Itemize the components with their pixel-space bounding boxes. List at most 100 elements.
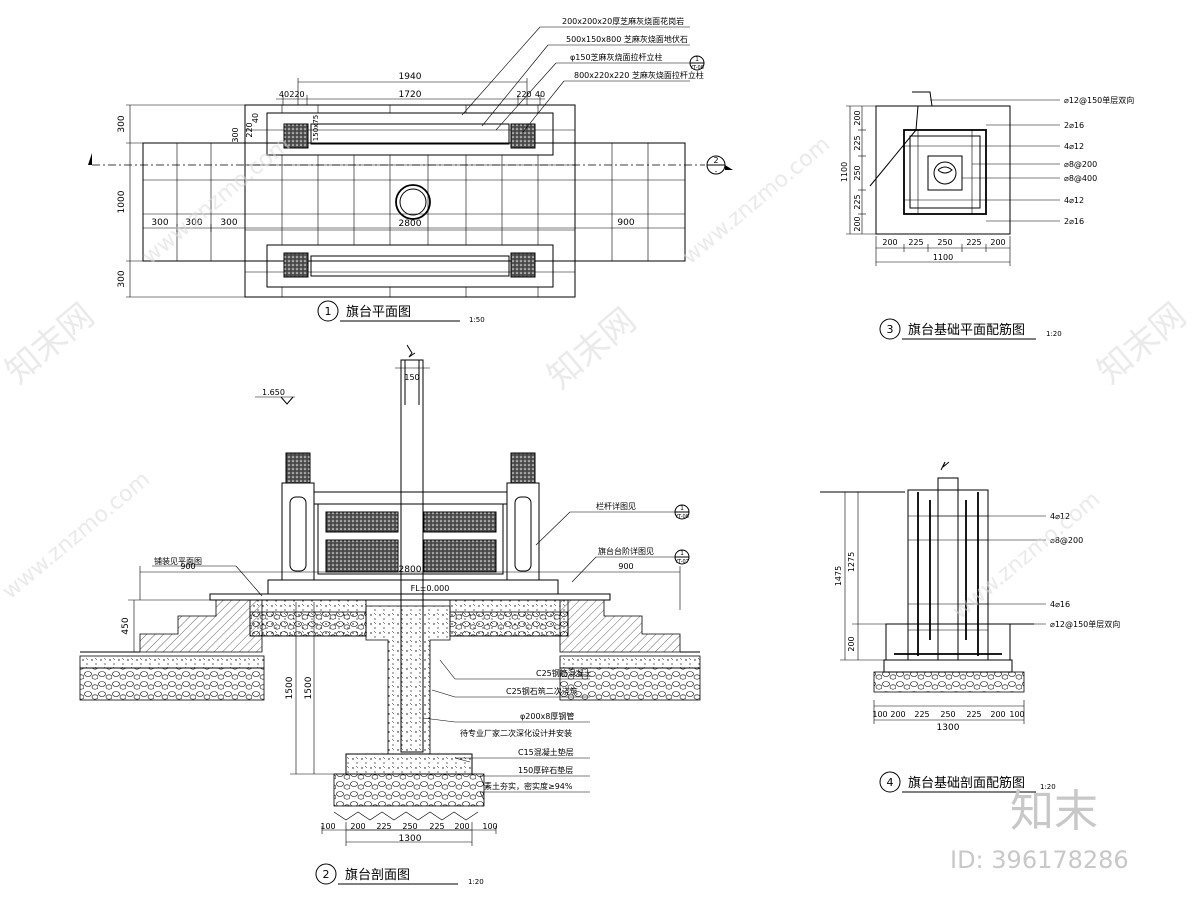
plan-dim-h300c: 300: [220, 218, 237, 228]
section-label-gravel: 150厚碎石垫层: [518, 765, 573, 775]
fs-dim-200: 200: [847, 636, 856, 651]
plan-post-sw: [283, 252, 309, 278]
fs-dim-1275: 1275: [847, 552, 856, 572]
fs-b200a: 200: [890, 710, 905, 719]
fs-gravel: [873, 671, 1025, 693]
section-ref-rail: 1 YT-08: [674, 504, 690, 520]
fp-rebar-2: 2⌀16: [1064, 121, 1084, 130]
fp-title: 旗台基础平面配筋图: [908, 322, 1025, 338]
plan-dimension-lines: [126, 78, 686, 298]
section-title: 旗台剖面图: [345, 867, 410, 883]
fs-rebar-3: 4⌀16: [1050, 600, 1070, 609]
plan-post-ne: [510, 123, 536, 149]
fp-rebar-4: ⌀8@200: [1064, 160, 1097, 169]
fp-dim-h225a: 225: [908, 238, 923, 247]
plan-title: 旗台平面图: [346, 304, 411, 320]
section-dim-900a: 900: [180, 562, 195, 571]
ref-edge-number: 1: [680, 550, 684, 557]
fp-dim-h250: 250: [937, 238, 952, 247]
plan-section-mark: 2 -: [706, 155, 733, 176]
section-gravel-right: [559, 667, 701, 701]
fs-title-number: 4: [887, 776, 894, 789]
plan-dim-h300a: 300: [151, 218, 168, 228]
section-dim-lines: [128, 367, 681, 846]
plan-ref-sheet: YT-08: [689, 65, 704, 71]
foundation-section-view: 1475 1275 200 100 200 225 250 225 200 10…: [820, 461, 1120, 793]
fs-b200b: 200: [990, 710, 1005, 719]
fs-rebar-4: ⌀12@150单层双向: [1050, 619, 1120, 629]
plan-dim-v1000: 1000: [117, 190, 127, 213]
fp-dim-h200a: 200: [882, 238, 897, 247]
section-label-pave: 铺装见平面图: [154, 556, 202, 566]
fp-dim-v1100: 1100: [840, 162, 849, 182]
foundation-plan-dim-lines: [846, 105, 1011, 266]
plan-scale: 1:50: [469, 316, 485, 324]
fp-dim-h1100: 1100: [933, 253, 953, 262]
section-foundation-gravel: [333, 773, 485, 807]
section-ref-edge: 1 YT-07: [674, 549, 690, 565]
fs-rebar-2: ⌀8@200: [1050, 536, 1083, 545]
section-mark-number: 2: [713, 156, 718, 165]
plan-dim-v300b: 300: [117, 270, 127, 287]
fs-rebar-1: 4⌀12: [1050, 512, 1070, 521]
plan-dim-220b: 220: [516, 90, 531, 99]
plan-dim-2800: 2800: [399, 219, 422, 229]
ref-rail-number: 1: [680, 505, 684, 512]
fp-title-number: 3: [887, 323, 894, 336]
fs-b225a: 225: [914, 710, 929, 719]
watermark-cn-3: 知末网: [1090, 296, 1194, 392]
foundation-plan-leaders: [930, 99, 1060, 222]
plan-note-leaders: [461, 26, 690, 133]
fp-rebar-3: 4⌀12: [1064, 142, 1084, 151]
section-b250: 250: [402, 822, 417, 831]
watermark-site-3: www.znzmo.com: [0, 467, 155, 605]
section-label-pipe: φ200x8厚钢管: [520, 711, 574, 721]
fs-b250: 250: [940, 710, 955, 719]
plan-post-nw: [283, 123, 309, 149]
section-b100a: 100: [320, 822, 335, 831]
section-label-c25a: C25钢筋混凝土: [536, 668, 592, 678]
section-elev-top: 1.650: [262, 388, 285, 397]
section-label-c25b: C25钢石筑二次浇筑: [506, 686, 578, 696]
plan-dim-40b: 40: [535, 90, 545, 99]
fp-rebar-1: ⌀12@150单层双向: [1064, 95, 1134, 105]
section-dim-1500a: 1500: [285, 676, 295, 699]
plan-dim-v300a: 300: [117, 115, 127, 132]
plan-note-2: 500x150x800 芝麻灰烧面地伏石: [566, 34, 688, 44]
plan-dim-v300s: 300: [231, 127, 240, 142]
plan-side-note: 150x75: [312, 115, 320, 141]
section-title-circle: [315, 863, 337, 885]
section-label-edge: 旗台台阶详图见: [598, 546, 654, 556]
section-label-rail: 栏杆详图见: [596, 501, 636, 511]
fp-dim-v200b: 200: [853, 216, 862, 231]
section-label-soil: 素土夯实，密实度≥94%: [484, 781, 573, 791]
section-b200b: 200: [454, 822, 469, 831]
watermark-brand: 知末: [1010, 786, 1098, 837]
section-rail-panel-1: [325, 511, 399, 533]
plan-dim-220a: 220: [289, 90, 304, 99]
section-b225b: 225: [429, 822, 444, 831]
fs-title-circle: [879, 771, 901, 793]
plan-dim-v220s: 220: [245, 122, 254, 137]
section-flagpole: [400, 359, 424, 753]
section-elev-base: FL±0.000: [411, 584, 450, 593]
watermark: www.znzmo.com www.znzmo.com www.znzmo.co…: [0, 132, 1194, 625]
ref-rail-sheet: YT-08: [674, 514, 689, 520]
plan-flagpole: [395, 184, 431, 220]
fp-rebar-7: 2⌀16: [1064, 217, 1084, 226]
plan-view: 2 - 1940 1720 4: [88, 16, 733, 324]
plan-dim-900: 900: [617, 218, 634, 228]
section-mark-sheet: -: [715, 168, 718, 176]
plan-dim-v40s: 40: [251, 113, 260, 123]
section-dim-pole: 150: [404, 373, 419, 382]
plan-dim-1720: 1720: [399, 90, 422, 100]
plan-note-4: 800x220x220 芝麻灰烧面拉杆立柱: [574, 70, 704, 80]
watermark-cn-1: 知末网: [0, 296, 102, 392]
section-label-c15: C15混凝土垫层: [518, 747, 574, 757]
section-b200a: 200: [350, 822, 365, 831]
fp-scale: 1:20: [1046, 330, 1062, 338]
fs-scale: 1:20: [1040, 783, 1056, 791]
fs-dim-lines: [840, 492, 1025, 724]
